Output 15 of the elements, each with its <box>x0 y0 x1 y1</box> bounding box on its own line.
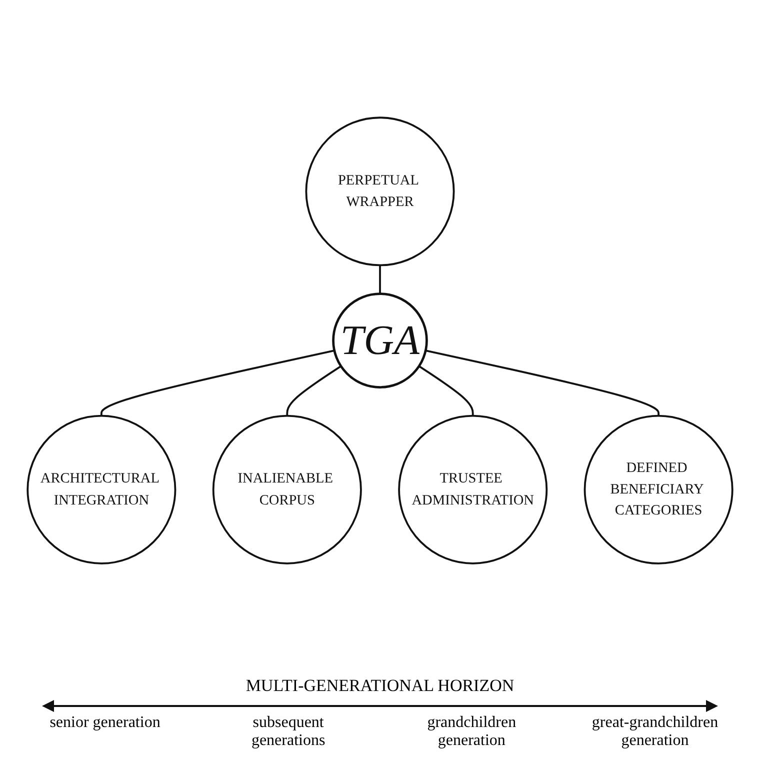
node-circle: PERPETUAL WRAPPER <box>305 117 455 267</box>
axis-title: MULTI-GENERATIONAL HORIZON <box>244 676 516 696</box>
generation-label: senior generation <box>48 714 162 733</box>
connector <box>418 366 474 416</box>
generation-label: subsequent generations <box>250 714 326 750</box>
node-circle: DEFINED BENEFICIARY CATEGORIES <box>584 415 734 565</box>
connector <box>286 366 342 416</box>
connector <box>379 266 381 294</box>
node-circle: INALIENABLE CORPUS <box>212 415 362 565</box>
generation-label: grandchildren generation <box>426 714 518 750</box>
connector <box>425 350 660 416</box>
node-circle: ARCHITECTURAL INTEGRATION <box>26 415 176 565</box>
generation-label: great-grandchildren generation <box>590 714 720 750</box>
node-circle: TRUSTEE ADMINISTRATION <box>398 415 548 565</box>
connector <box>100 350 335 416</box>
